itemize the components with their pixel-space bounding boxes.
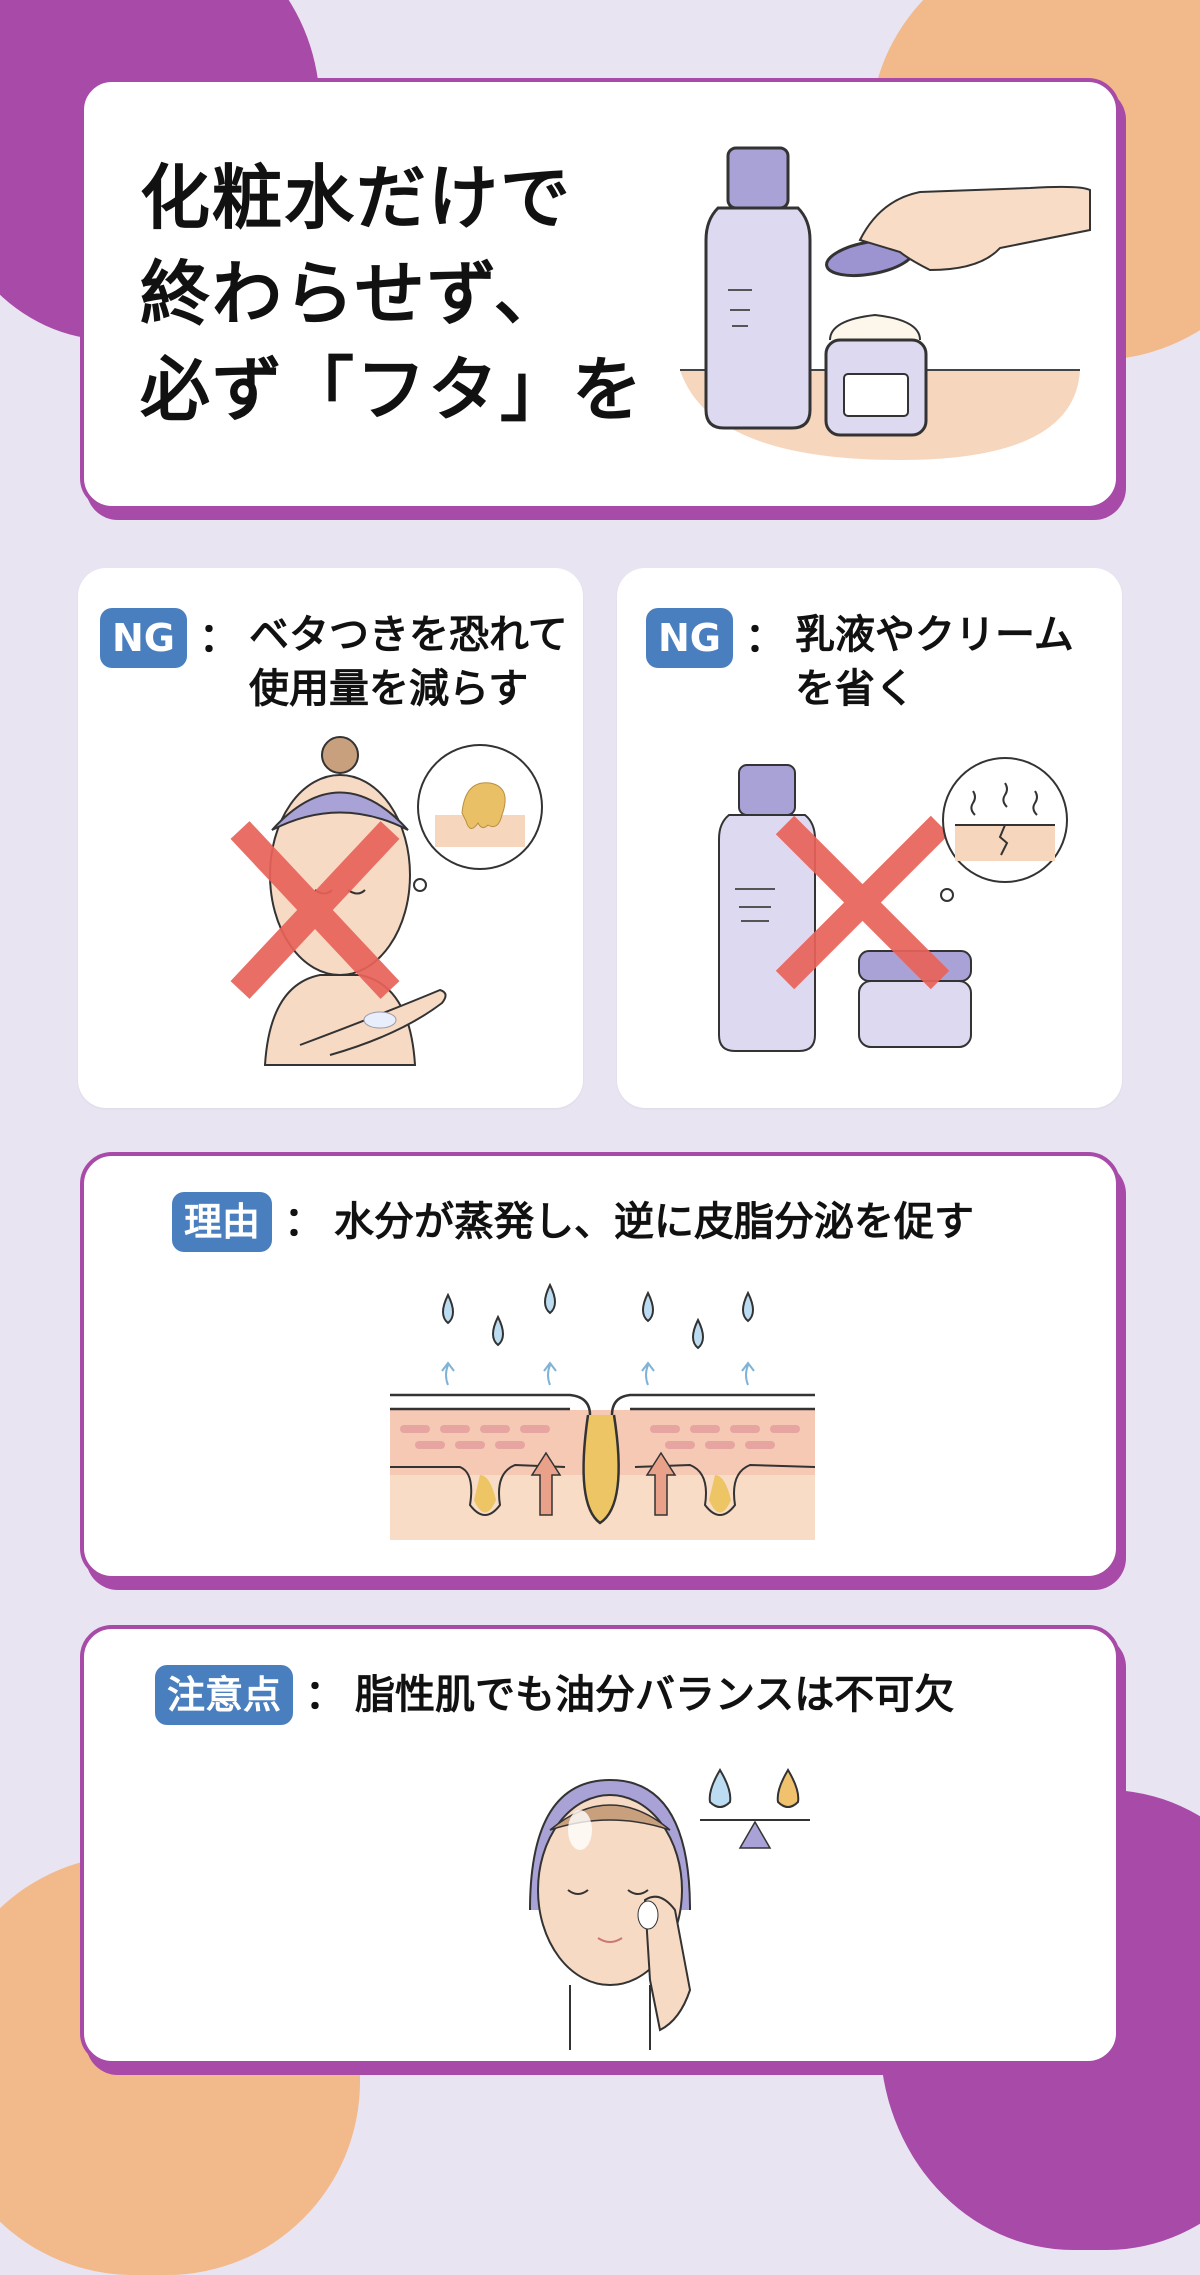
ng-badge: NG — [100, 608, 187, 668]
ng-card-1-text: ベタつきを恐れて 使用量を減らす — [249, 608, 568, 716]
caution-header: 注意点 ： 脂性肌でも油分バランスは不可欠 — [155, 1665, 954, 1725]
text-line: ベタつきを恐れて — [249, 612, 568, 658]
separator: ： — [745, 615, 785, 661]
separator: ： — [284, 1199, 325, 1245]
text-line: 乳液やクリーム — [795, 612, 1074, 658]
reason-header: 理由 ： 水分が蒸発し、逆に皮脂分泌を促す — [172, 1192, 974, 1252]
ng-badge: NG — [646, 608, 733, 668]
hero-title-line-2: 終わらせず、 — [140, 253, 566, 335]
bottle-and-jar-crossed-out-icon — [718, 757, 1068, 1052]
ng-card-2-header: NG ： 乳液やクリーム を省く — [646, 608, 1074, 716]
reason-badge: 理由 — [172, 1192, 273, 1252]
hero-title-line-1: 化粧水だけで — [140, 157, 572, 239]
separator: ： — [305, 1672, 346, 1718]
woman-with-cream-crossed-out-icon — [230, 736, 543, 1066]
reason-text: 水分が蒸発し、逆に皮脂分泌を促す — [334, 1199, 975, 1245]
ng-card-2-text: 乳液やクリーム を省く — [795, 608, 1074, 716]
ng-card-1-header: NG ： ベタつきを恐れて 使用量を減らす — [100, 608, 568, 716]
skin-cross-section-icon — [390, 1282, 816, 1540]
hero-title-line-3: 必ず「フタ」を — [140, 349, 644, 431]
separator: ： — [199, 615, 239, 661]
caution-text: 脂性肌でも油分バランスは不可欠 — [355, 1672, 955, 1718]
woman-applying-cream-balance-icon — [529, 1768, 810, 2050]
hero-title: 化粧水だけで 終わらせず、 必ず「フタ」を — [140, 150, 644, 438]
caution-badge: 注意点 — [155, 1665, 294, 1725]
toner-bottle-and-cream-jar-icon — [680, 146, 1091, 460]
text-line: 使用量を減らす — [249, 666, 529, 712]
text-line: を省く — [795, 666, 915, 712]
